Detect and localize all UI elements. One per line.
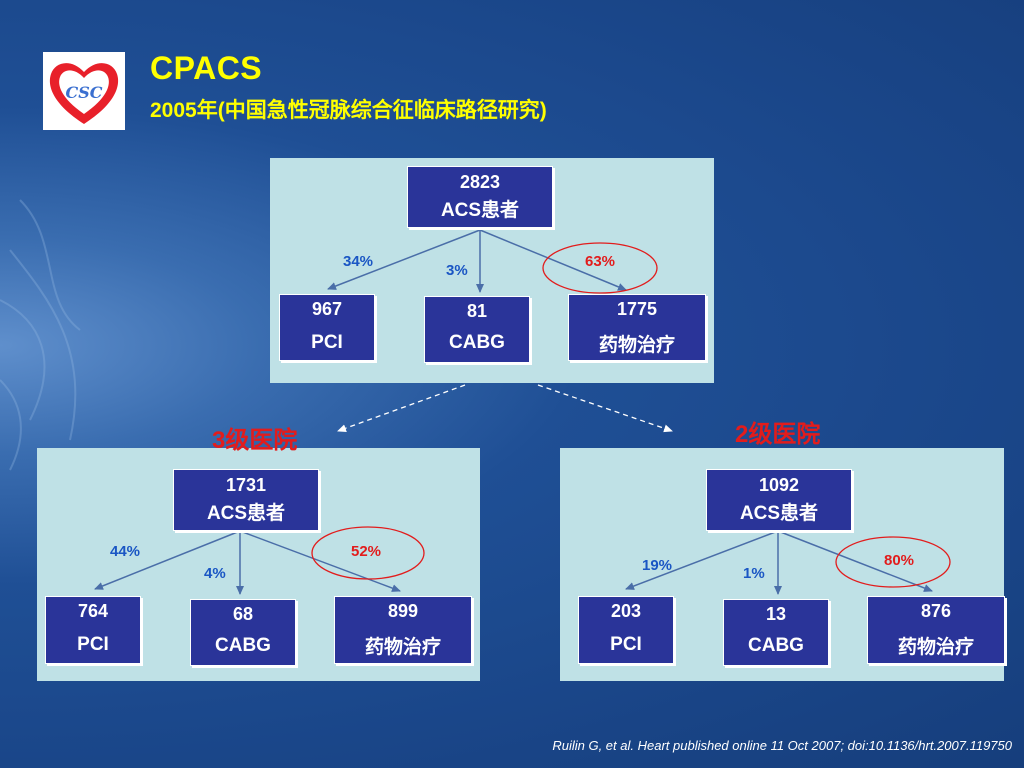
node-label: ACS患者 bbox=[440, 200, 520, 221]
heart-logo-icon: CSC bbox=[49, 63, 119, 124]
node-label: CABG bbox=[215, 635, 271, 656]
level-label-tier3: 3级医院 bbox=[212, 427, 298, 454]
node-count: 2823 bbox=[459, 172, 501, 192]
citation: Ruilin G, et al. Heart published online … bbox=[552, 738, 1012, 753]
pct-label: 3% bbox=[446, 262, 468, 279]
node-label: CABG bbox=[449, 332, 505, 353]
logo-text: CSC bbox=[65, 83, 102, 102]
branch-arrow bbox=[239, 530, 401, 592]
node-label: PCI bbox=[77, 634, 109, 655]
pct-label-highlight: 63% bbox=[585, 253, 616, 270]
node-count: 203 bbox=[610, 601, 642, 621]
node-count: 68 bbox=[232, 604, 254, 624]
node-count: 13 bbox=[765, 604, 787, 624]
page-title: CPACS bbox=[150, 50, 263, 86]
pct-label: 4% bbox=[204, 565, 226, 582]
branch-node-pci: 764 PCI bbox=[45, 596, 141, 664]
node-label: CABG bbox=[748, 635, 804, 656]
node-count: 764 bbox=[77, 601, 109, 621]
branch-node-medical: 876 药物治疗 bbox=[867, 596, 1005, 664]
node-count: 876 bbox=[920, 601, 952, 621]
root-node-tier2: 1092 ACS患者 bbox=[706, 469, 852, 531]
pct-label: 19% bbox=[642, 557, 673, 574]
highlight-ellipse-tier2 bbox=[835, 536, 951, 588]
branch-arrow bbox=[777, 530, 933, 592]
node-label: 药物治疗 bbox=[897, 637, 974, 658]
dashed-arrow-tier3 bbox=[337, 384, 466, 433]
node-label: ACS患者 bbox=[739, 503, 819, 524]
pct-label-highlight: 52% bbox=[351, 543, 382, 560]
page-subtitle: 2005年(中国急性冠脉综合征临床路径研究) bbox=[150, 99, 547, 122]
node-count: 1775 bbox=[616, 299, 658, 319]
root-node-tier3: 1731 ACS患者 bbox=[173, 469, 319, 531]
branch-arrow bbox=[94, 530, 241, 590]
node-count: 1092 bbox=[758, 475, 800, 495]
branch-arrow bbox=[625, 530, 779, 590]
csc-logo: CSC bbox=[43, 52, 125, 130]
node-label: 药物治疗 bbox=[364, 637, 441, 658]
pct-label: 1% bbox=[743, 565, 765, 582]
root-node-total: 2823 ACS患者 bbox=[407, 166, 553, 228]
node-count: 1731 bbox=[225, 475, 267, 495]
branch-arrow bbox=[479, 229, 627, 291]
branch-node-pci: 203 PCI bbox=[578, 596, 674, 664]
node-count: 967 bbox=[311, 299, 343, 319]
branch-node-medical: 1775 药物治疗 bbox=[568, 294, 706, 361]
pct-label: 44% bbox=[110, 543, 141, 560]
node-label: PCI bbox=[311, 332, 343, 353]
dashed-arrow-tier2 bbox=[537, 384, 673, 433]
branch-node-pci: 967 PCI bbox=[279, 294, 375, 361]
branch-node-cabg: 13 CABG bbox=[723, 599, 829, 666]
level-label-tier2: 2级医院 bbox=[735, 421, 821, 448]
pct-label: 34% bbox=[343, 253, 374, 270]
branch-arrow bbox=[327, 229, 481, 290]
node-label: PCI bbox=[610, 634, 642, 655]
node-count: 81 bbox=[466, 301, 488, 321]
node-label: 药物治疗 bbox=[598, 335, 675, 356]
branch-node-medical: 899 药物治疗 bbox=[334, 596, 472, 664]
pct-label-highlight: 80% bbox=[884, 552, 915, 569]
node-label: ACS患者 bbox=[206, 503, 286, 524]
branch-node-cabg: 68 CABG bbox=[190, 599, 296, 666]
branch-node-cabg: 81 CABG bbox=[424, 296, 530, 363]
node-count: 899 bbox=[387, 601, 419, 621]
highlight-ellipse-tier3 bbox=[311, 526, 425, 580]
highlight-ellipse-total bbox=[542, 242, 658, 294]
